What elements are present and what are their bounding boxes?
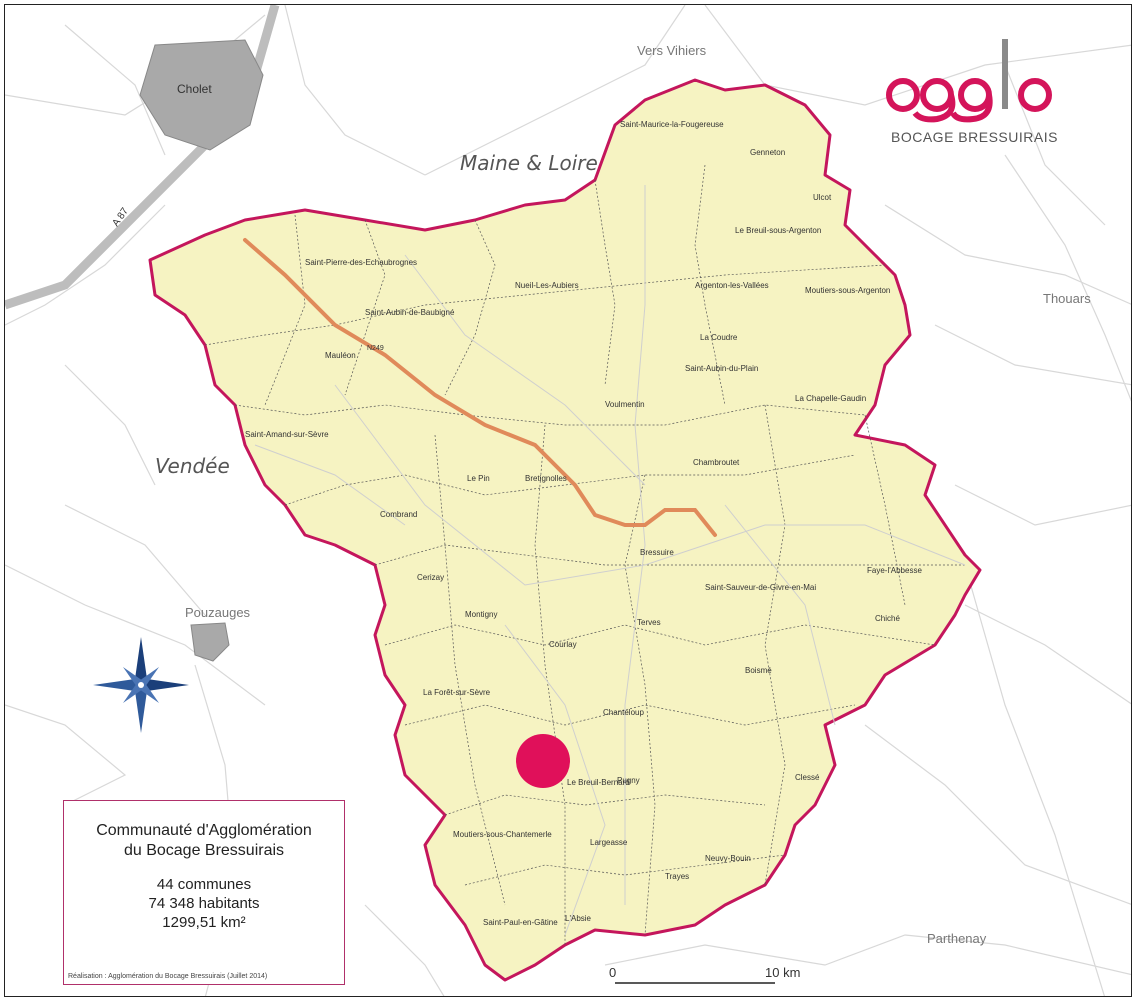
commune-label: Pugny bbox=[617, 776, 640, 785]
map-canvas: A 87 Cholet Pouzauges N249 bbox=[5, 5, 1131, 996]
vendee-label: Vendée bbox=[155, 454, 230, 478]
commune-labels: Saint-Maurice-la-Fougereuse Genneton Ulc… bbox=[245, 120, 922, 927]
n249-label: N249 bbox=[367, 345, 384, 352]
commune-label: Bressuire bbox=[640, 548, 674, 557]
commune-label: Clessé bbox=[795, 773, 820, 782]
agglo-logo: BOCAGE BRESSUIRAIS bbox=[885, 35, 1065, 155]
commune-label: Saint-Paul-en-Gâtine bbox=[483, 918, 558, 927]
pouzauges-label: Pouzauges bbox=[185, 605, 251, 620]
commune-label: Largeasse bbox=[590, 838, 628, 847]
commune-label: L'Absie bbox=[565, 914, 592, 923]
maine-loire-label: Maine & Loire bbox=[460, 151, 598, 175]
background-roads bbox=[5, 5, 1131, 996]
commune-label: Saint-Amand-sur-Sèvre bbox=[245, 430, 329, 439]
commune-label: La Chapelle-Gaudin bbox=[795, 394, 866, 403]
commune-label: Moutiers-sous-Argenton bbox=[805, 286, 890, 295]
location-marker[interactable] bbox=[516, 734, 570, 788]
legend-communes: 44 communes bbox=[156, 876, 252, 893]
commune-label: Bretignolles bbox=[525, 474, 567, 483]
commune-label: Faye-l'Abbesse bbox=[867, 566, 922, 575]
commune-label: Moutiers-sous-Chantemerle bbox=[453, 830, 552, 839]
legend-stats: 44 communes 74 348 habitants 1299,51 km² bbox=[64, 875, 344, 932]
n249-road bbox=[243, 238, 717, 537]
commune-label: Saint-Maurice-la-Fougereuse bbox=[620, 120, 724, 129]
scale-end-label: 10 km bbox=[765, 965, 800, 980]
commune-label: Chanteloup bbox=[603, 708, 644, 717]
legend-area: 1299,51 km² bbox=[162, 914, 246, 931]
commune-label: Neuvy-Bouin bbox=[705, 854, 751, 863]
commune-label: Montigny bbox=[465, 610, 497, 619]
commune-label: Saint-Pierre-des-Echaubrognes bbox=[305, 258, 417, 267]
commune-label: Ulcot bbox=[813, 193, 832, 202]
scale-bar: 0 10 km bbox=[609, 965, 800, 984]
commune-label: Chambroutet bbox=[693, 458, 740, 467]
legend-box: Communauté d'Agglomération du Bocage Bre… bbox=[63, 800, 345, 985]
commune-label: Terves bbox=[637, 618, 661, 627]
cholet-area bbox=[139, 39, 264, 151]
commune-label: Cerizay bbox=[417, 573, 444, 582]
commune-label: Saint-Sauveur-de-Givre-en-Mai bbox=[705, 583, 816, 592]
a87-motorway bbox=[5, 5, 280, 310]
internal-roads bbox=[254, 185, 966, 936]
parthenay-label: Parthenay bbox=[927, 931, 987, 946]
commune-label: Combrand bbox=[380, 510, 417, 519]
legend-inhabitants: 74 348 habitants bbox=[148, 895, 260, 912]
commune-label: Le Breuil-sous-Argenton bbox=[735, 226, 821, 235]
commune-label: Saint-Aubin-du-Plain bbox=[685, 364, 758, 373]
vers-vihiers-label: Vers Vihiers bbox=[637, 43, 707, 58]
compass-rose-icon bbox=[93, 637, 189, 733]
logo-subtitle: BOCAGE BRESSUIRAIS bbox=[891, 129, 1058, 145]
cholet-label: Cholet bbox=[177, 82, 212, 96]
legend-credit: Réalisation : Agglomération du Bocage Br… bbox=[68, 973, 268, 980]
commune-label: Mauléon bbox=[325, 351, 356, 360]
commune-label: Nueil-Les-Aubiers bbox=[515, 281, 579, 290]
commune-label: Saint-Aubin-de-Baubigné bbox=[365, 308, 455, 317]
commune-label: Le Pin bbox=[467, 474, 490, 483]
commune-label: Chiché bbox=[875, 614, 900, 623]
commune-label: Le Breuil-Bernard bbox=[567, 778, 630, 787]
commune-label: Boismé bbox=[745, 666, 772, 675]
commune-label: Argenton-les-Vallées bbox=[695, 281, 769, 290]
commune-boundaries bbox=[204, 164, 965, 945]
agglo-territory bbox=[148, 78, 982, 982]
commune-label: Trayes bbox=[665, 872, 689, 881]
scale-zero-label: 0 bbox=[609, 965, 616, 980]
legend-title-line1: Communauté d'Agglomération bbox=[96, 822, 312, 839]
commune-label: Voulmentin bbox=[605, 400, 645, 409]
legend-title-line2: du Bocage Bressuirais bbox=[123, 842, 285, 859]
commune-label: Courlay bbox=[549, 640, 577, 649]
agglo-logo-graphic bbox=[886, 39, 1052, 123]
commune-label: Genneton bbox=[750, 148, 785, 157]
thouars-label: Thouars bbox=[1043, 291, 1091, 306]
pouzauges-area bbox=[190, 622, 230, 662]
commune-label: La Coudre bbox=[700, 333, 738, 342]
commune-label: La Forêt-sur-Sèvre bbox=[423, 688, 491, 697]
